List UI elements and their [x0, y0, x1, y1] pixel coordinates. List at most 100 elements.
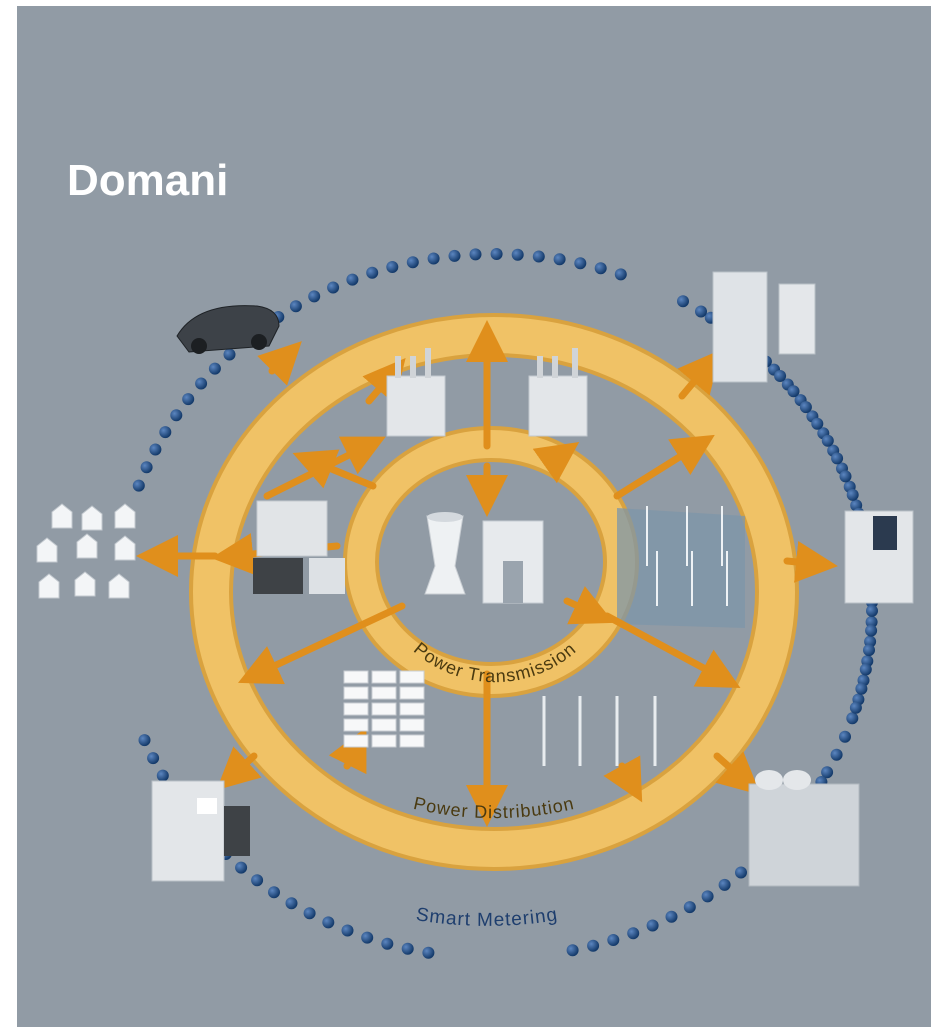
meter-dot — [799, 401, 812, 414]
meter-dot — [341, 924, 354, 937]
solar-panel — [343, 702, 369, 716]
flow-arrow — [532, 441, 580, 484]
flow-arrow — [257, 341, 302, 386]
solar-panel — [371, 702, 397, 716]
meter-dot — [427, 252, 440, 265]
diagram-canvas: Domani — [17, 6, 931, 1027]
wind-farm-icon — [617, 506, 745, 628]
factory-icon — [253, 500, 345, 594]
meter-dot — [614, 268, 627, 281]
meter-dot — [574, 257, 587, 270]
meter-dot — [830, 748, 843, 761]
meter-dot — [289, 300, 302, 313]
meter-dot — [147, 752, 160, 765]
house — [108, 573, 130, 599]
meter-dot — [553, 253, 566, 266]
meter-dot — [251, 874, 264, 887]
meter-dot — [170, 409, 183, 422]
flow-arrow — [713, 751, 761, 795]
meter-dot — [863, 644, 875, 657]
solar-panel — [343, 718, 369, 732]
meter-dot — [695, 305, 707, 318]
meter-dot — [855, 682, 868, 695]
meter-dot — [866, 604, 878, 617]
meter-dot — [366, 266, 379, 279]
meter-dot — [865, 616, 878, 628]
house — [36, 537, 58, 563]
meter-dot — [285, 897, 298, 910]
solar-panel — [371, 734, 397, 748]
meter-dot — [846, 712, 859, 725]
solar-panel — [371, 686, 397, 700]
meter-dot — [859, 663, 872, 676]
meter-dot — [140, 461, 153, 474]
meter-dot — [268, 886, 280, 899]
house — [74, 571, 96, 597]
meter-dot — [406, 256, 419, 269]
meter-dot — [422, 946, 435, 959]
solar-panel — [399, 718, 425, 732]
solar-panel — [371, 670, 397, 684]
flow-arrow — [603, 755, 643, 803]
meter-dot — [308, 290, 321, 303]
meter-dot — [138, 734, 151, 747]
meter-dot — [401, 942, 414, 955]
meter-dot — [821, 766, 834, 779]
meter-dot — [849, 701, 862, 714]
industrial-plant-icon — [386, 348, 588, 437]
page-title: Domani — [67, 156, 229, 205]
house — [51, 503, 73, 529]
meter-dot — [735, 866, 747, 879]
power-plant-icon — [482, 520, 544, 604]
meter-dot — [683, 901, 696, 914]
house-cluster-icon — [36, 503, 136, 599]
meter-dot — [787, 385, 800, 398]
power-distribution-label: Power Distribution — [412, 793, 576, 822]
solar-panel — [371, 718, 397, 732]
small-office-icon — [151, 780, 250, 882]
meter-dot — [677, 295, 689, 308]
flow-arrow — [292, 449, 377, 490]
smart-metering-label: Smart Metering — [415, 904, 560, 931]
meter-dot — [532, 250, 545, 263]
meter-dot — [156, 769, 169, 782]
meter-dot — [182, 393, 195, 406]
meter-dot — [386, 261, 399, 273]
solar-panel — [343, 686, 369, 700]
car-icon — [176, 305, 280, 354]
meter-dot — [381, 937, 394, 950]
house — [38, 573, 60, 599]
meter-dot — [511, 248, 524, 261]
meter-dot — [195, 377, 208, 390]
meter-dot — [811, 417, 824, 430]
meter-dot — [566, 944, 579, 957]
meter-dot — [865, 624, 878, 637]
flow-arrow — [216, 746, 262, 791]
meter-dot — [831, 452, 844, 465]
meter-dot — [361, 931, 374, 944]
meter-dot — [322, 916, 335, 929]
meter-dot — [132, 479, 145, 492]
meter-dot — [627, 927, 640, 940]
meter-dot — [607, 934, 620, 946]
solar-panel — [343, 670, 369, 684]
meter-dot — [327, 281, 340, 294]
house — [76, 533, 98, 559]
meter-dot — [846, 488, 859, 501]
meter-dot — [208, 362, 221, 375]
meter-dot — [223, 348, 236, 361]
flow-arrow — [603, 612, 741, 688]
flow-arrow — [563, 586, 615, 625]
house — [81, 505, 103, 531]
solar-panel — [399, 734, 425, 748]
solar-panel-array-icon — [343, 670, 425, 748]
meter-dot — [665, 910, 678, 923]
smart-grid-diagram: Power Transmission Power Distribution Sm… — [36, 248, 914, 959]
meter-dot — [303, 907, 316, 920]
meter-dot — [646, 919, 659, 932]
flow-arrow — [328, 727, 367, 775]
flow-arrow — [677, 349, 721, 400]
office-towers-icon — [712, 271, 816, 383]
house — [114, 535, 136, 561]
solar-panel — [343, 734, 369, 748]
